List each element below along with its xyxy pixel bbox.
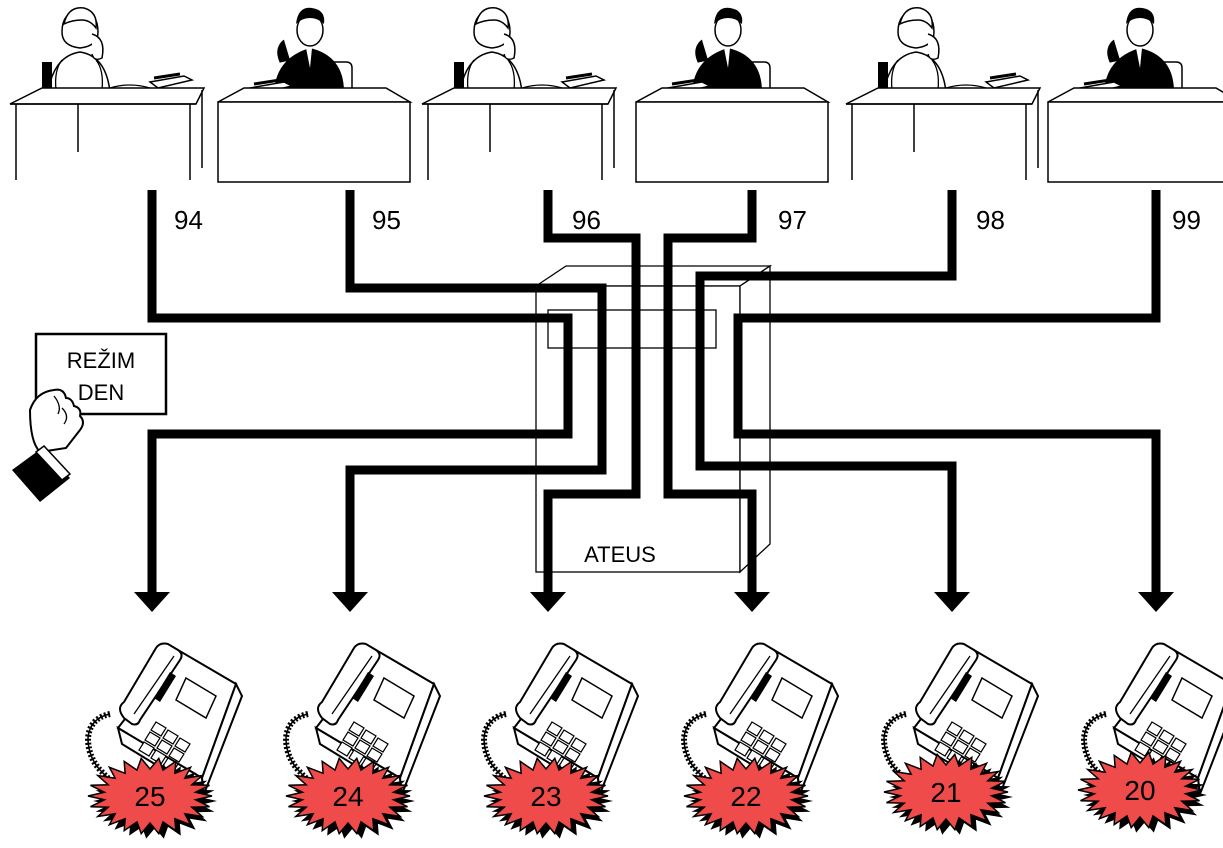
arrow-down-icon: [332, 592, 368, 612]
extension-label: 96: [572, 205, 601, 235]
arrow-down-icon: [530, 592, 566, 612]
phone-number-label: 24: [332, 781, 363, 812]
switch-label: ATEUS: [584, 542, 656, 567]
extension-labels: 94 95 96 97 98 99: [174, 205, 1201, 235]
desk-98: [844, 6, 1042, 182]
desk-99: [1046, 6, 1223, 184]
phone-number-label: 22: [730, 781, 761, 812]
arrow-down-icon: [1138, 592, 1174, 612]
starburst-badges: 25 24 23 22 21 20: [87, 750, 1207, 839]
phone-number-label: 25: [134, 781, 165, 812]
arrow-down-icon: [134, 592, 170, 612]
phone-number-label: 20: [1124, 775, 1155, 806]
extension-label: 99: [1172, 205, 1201, 235]
sign-line-1: REŽIM: [67, 348, 135, 373]
extension-label: 94: [174, 205, 203, 235]
routing-wires: [147, 190, 1161, 596]
starburst-icon: [87, 756, 213, 836]
starburst-icon: [483, 756, 609, 836]
wire-94-25: [147, 190, 573, 596]
wire-97-22: [663, 190, 757, 596]
starburst-icon: [285, 756, 411, 836]
sign-line-2: DEN: [78, 380, 124, 405]
starburst-icon: [883, 752, 1009, 832]
desk-95: [216, 6, 412, 184]
arrowheads: [134, 592, 1174, 612]
arrow-down-icon: [734, 592, 770, 612]
desk-94: [8, 6, 206, 182]
wire-96-23: [543, 190, 641, 596]
telephones: [88, 644, 1223, 795]
extension-label: 98: [976, 205, 1005, 235]
extension-label: 97: [778, 205, 807, 235]
phone-number-label: 21: [930, 777, 961, 808]
phone-number-label: 23: [530, 781, 561, 812]
desk-97: [634, 6, 830, 184]
starburst-icon: [1077, 750, 1203, 830]
wire-98-21: [695, 190, 957, 596]
desk-96: [420, 6, 618, 182]
starburst-icon: [683, 756, 809, 836]
extension-label: 95: [372, 205, 401, 235]
wire-99-20: [733, 190, 1161, 596]
wire-95-24: [345, 190, 607, 596]
hand-holding-sign-icon: REŽIM DEN: [12, 332, 168, 502]
arrow-down-icon: [934, 592, 970, 612]
